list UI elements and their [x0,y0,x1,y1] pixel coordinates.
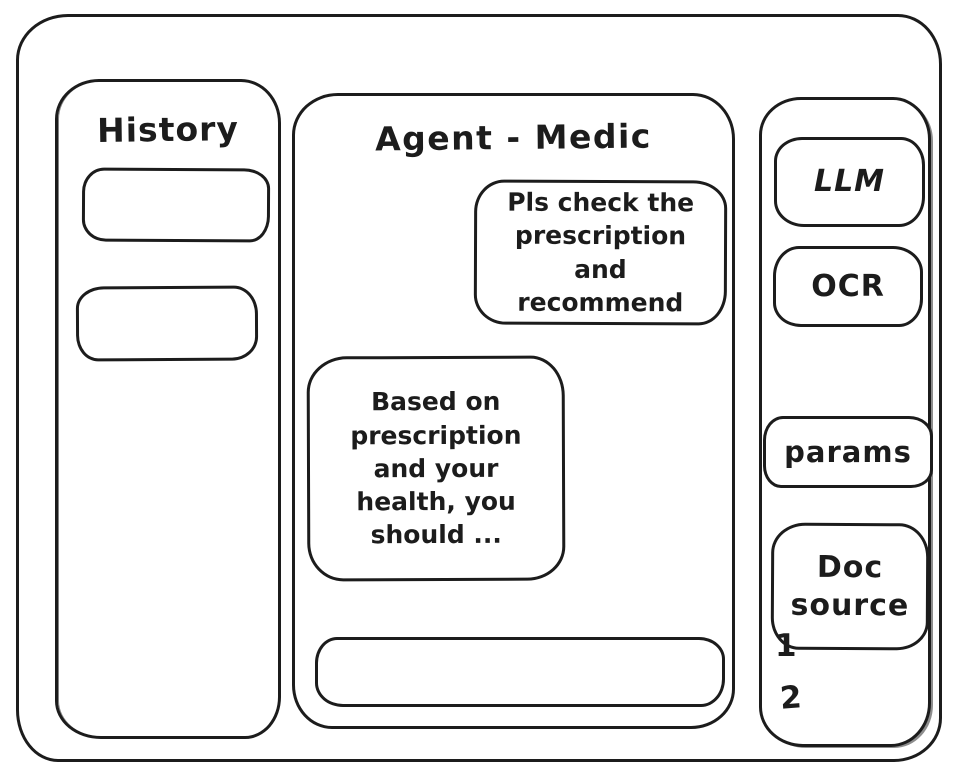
message-input[interactable] [315,637,725,707]
app-frame: History Agent - Medic Pls check the pres… [16,14,942,762]
doc-source-item-1[interactable]: 1 [775,628,797,664]
llm-button[interactable]: LLM [774,137,925,227]
ocr-button[interactable]: OCR [773,246,923,327]
history-item-1[interactable] [81,167,271,243]
tools-panel: LLM OCR params Doc source 1 2 [759,97,933,747]
history-panel: History [55,79,281,739]
chat-panel: Agent - Medic Pls check the prescription… [292,93,735,729]
user-message-bubble: Pls check the prescription and recommend [473,179,728,326]
params-button[interactable]: params [763,416,933,488]
assistant-message-bubble: Based on prescription and your health, y… [306,355,566,582]
history-item-2[interactable] [75,285,259,362]
doc-source-item-2[interactable]: 2 [778,679,803,717]
history-title: History [96,109,240,150]
chat-title: Agent - Medic [374,116,653,159]
